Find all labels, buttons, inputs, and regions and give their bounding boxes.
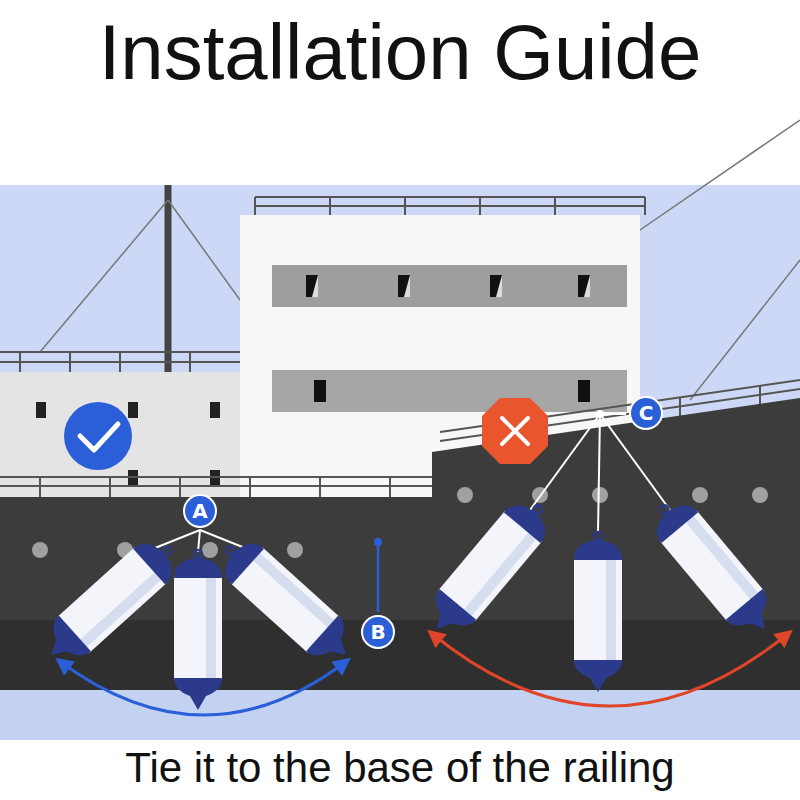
callout-letter: C [629,396,663,430]
caption: Tie it to the base of the railing [0,744,800,792]
callout-letter: A [183,494,217,528]
title: Installation Guide [0,8,800,98]
callout-letter: B [361,615,395,649]
